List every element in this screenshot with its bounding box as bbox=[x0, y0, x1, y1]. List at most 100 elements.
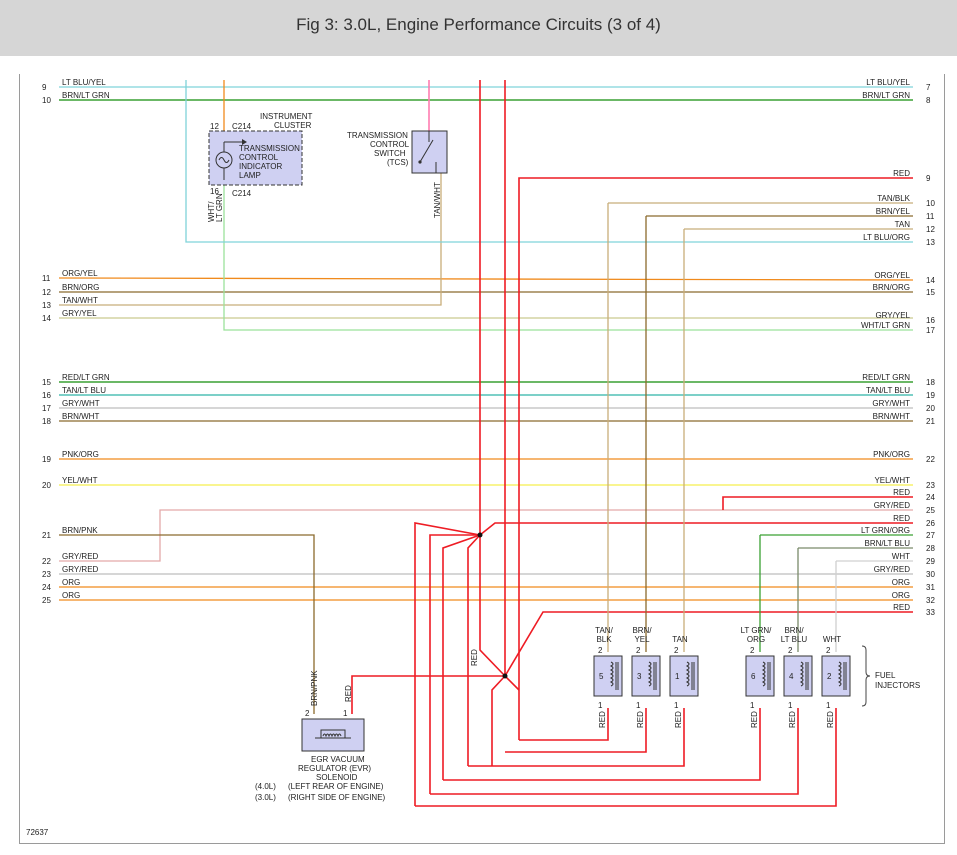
right-wire-number: 26 bbox=[926, 519, 935, 528]
right-wire-number: 20 bbox=[926, 404, 935, 413]
solenoid-coil-icon bbox=[322, 733, 342, 738]
splice-point-lower bbox=[502, 673, 508, 679]
right-wire-number: 25 bbox=[926, 506, 935, 515]
transmission-control-switch: TRANSMISSION CONTROL SWITCH (TCS) TAN/WH… bbox=[347, 130, 448, 218]
right-wire-number: 23 bbox=[926, 481, 935, 490]
left-wire-number: 20 bbox=[42, 481, 51, 490]
wire bbox=[351, 675, 505, 714]
left-wire-number: 25 bbox=[42, 596, 51, 605]
left-wire-number: 11 bbox=[42, 274, 51, 283]
injector-pin-top: 2 bbox=[636, 646, 641, 655]
evr-pin-2: 2 bbox=[305, 709, 310, 718]
left-wire-number: 12 bbox=[42, 288, 51, 297]
cluster-wire-label-2: LT GRN bbox=[215, 193, 224, 222]
right-wire-number: 15 bbox=[926, 288, 935, 297]
evr-label-3: SOLENOID bbox=[316, 773, 358, 782]
injector-return-wire bbox=[505, 708, 647, 753]
injector-wire-top-1: LT GRN/ bbox=[741, 626, 773, 635]
evr-engine-a: (4.0L) bbox=[255, 782, 276, 791]
wire bbox=[722, 496, 913, 510]
left-wire-label: BRN/LT GRN bbox=[62, 91, 110, 100]
injector-wire-top-2: WHT bbox=[823, 635, 841, 644]
right-wire-label: GRY/RED bbox=[874, 565, 911, 574]
right-wire-label: BRN/LT GRN bbox=[862, 91, 910, 100]
injector-pin-top: 2 bbox=[826, 646, 831, 655]
left-wire-label: GRY/RED bbox=[62, 565, 99, 574]
lamp-label-3: INDICATOR bbox=[239, 162, 282, 171]
evr-label-1: EGR VACUUM bbox=[311, 755, 365, 764]
injector-wire-bottom: RED bbox=[598, 711, 607, 728]
right-wire-number: 11 bbox=[926, 212, 935, 221]
right-wire-number: 8 bbox=[926, 96, 931, 105]
injector-wire-top-2: ORG bbox=[747, 635, 765, 644]
splice-point-upper bbox=[477, 532, 483, 538]
wire bbox=[518, 177, 913, 740]
figure-number: 72637 bbox=[26, 828, 49, 837]
tcs-wire-label: TAN/WHT bbox=[433, 182, 442, 218]
left-wire-number: 24 bbox=[42, 583, 51, 592]
tcs-label-3: SWITCH bbox=[374, 149, 406, 158]
injector-wire-top-1: TAN/ bbox=[595, 626, 613, 635]
injector-number: 4 bbox=[789, 672, 794, 681]
wire bbox=[442, 534, 481, 780]
evr-pin-1: 1 bbox=[343, 709, 348, 718]
left-wire-label: ORG/YEL bbox=[62, 269, 98, 278]
wire bbox=[491, 675, 506, 766]
fuel-injector-4: 4 2 1 BRN/LT BLU RED bbox=[430, 547, 913, 795]
right-wire-number: 14 bbox=[926, 276, 935, 285]
right-wire-label: BRN/ORG bbox=[873, 283, 910, 292]
injector-body bbox=[593, 655, 623, 697]
right-wire-label: RED bbox=[893, 488, 910, 497]
injector-body bbox=[631, 655, 661, 697]
right-wire-label: WHT bbox=[892, 552, 910, 561]
fuel-injector-6: 6 2 1 LT GRN/ORG RED bbox=[443, 534, 913, 781]
injector-number: 5 bbox=[599, 672, 604, 681]
injector-body bbox=[783, 655, 813, 697]
right-wire-label: RED bbox=[893, 603, 910, 612]
evr-wire-1: RED bbox=[344, 685, 353, 702]
right-wire-label: GRY/WHT bbox=[872, 399, 910, 408]
right-wire-label: ORG bbox=[892, 591, 910, 600]
fuel-injector-2: 2 2 1 WHT RED bbox=[415, 560, 913, 807]
evr-label-5: (RIGHT SIDE OF ENGINE) bbox=[288, 793, 386, 802]
right-wire-label: ORG bbox=[892, 578, 910, 587]
right-wire-label: GRY/RED bbox=[874, 501, 911, 510]
right-wire-number: 27 bbox=[926, 531, 935, 540]
injector-return-wire bbox=[468, 708, 685, 767]
cluster-name-2: CLUSTER bbox=[274, 121, 312, 130]
injector-wire-bottom: RED bbox=[636, 711, 645, 728]
right-wire-number: 18 bbox=[926, 378, 935, 387]
right-wire-label: RED bbox=[893, 169, 910, 178]
right-wire-label: LT BLU/YEL bbox=[866, 78, 910, 87]
injector-return-wire bbox=[415, 708, 837, 807]
left-wire-label: YEL/WHT bbox=[62, 476, 98, 485]
left-wire-label: ORG bbox=[62, 578, 80, 587]
left-wire-number: 10 bbox=[42, 96, 51, 105]
lamp-label-2: CONTROL bbox=[239, 153, 279, 162]
right-wire-label: RED/LT GRN bbox=[862, 373, 910, 382]
tcs-label-2: CONTROL bbox=[370, 140, 410, 149]
wire bbox=[59, 173, 442, 306]
injector-body bbox=[821, 655, 851, 697]
right-wire-number: 19 bbox=[926, 391, 935, 400]
wire bbox=[504, 611, 913, 677]
wire bbox=[429, 534, 480, 794]
injector-wire-top-2: LT BLU bbox=[781, 635, 808, 644]
injector-wire-top-1: BRN/ bbox=[784, 626, 804, 635]
lamp-label-4: LAMP bbox=[239, 171, 261, 180]
left-wire-label: TAN/LT BLU bbox=[62, 386, 106, 395]
lamp-filament-icon bbox=[218, 157, 230, 163]
cluster-pin-top: 12 bbox=[210, 122, 219, 131]
left-wire-label: GRY/RED bbox=[62, 552, 99, 561]
left-wire-label: LT BLU/YEL bbox=[62, 78, 106, 87]
injector-number: 6 bbox=[751, 672, 756, 681]
injector-wire-bottom: RED bbox=[788, 711, 797, 728]
left-wire-number: 9 bbox=[42, 83, 47, 92]
tcs-label-1: TRANSMISSION bbox=[347, 131, 408, 140]
wire bbox=[504, 675, 520, 691]
injector-pin-bottom: 1 bbox=[826, 701, 831, 710]
injector-body bbox=[669, 655, 699, 697]
right-wire-number: 16 bbox=[926, 316, 935, 325]
injector-body bbox=[745, 655, 775, 697]
